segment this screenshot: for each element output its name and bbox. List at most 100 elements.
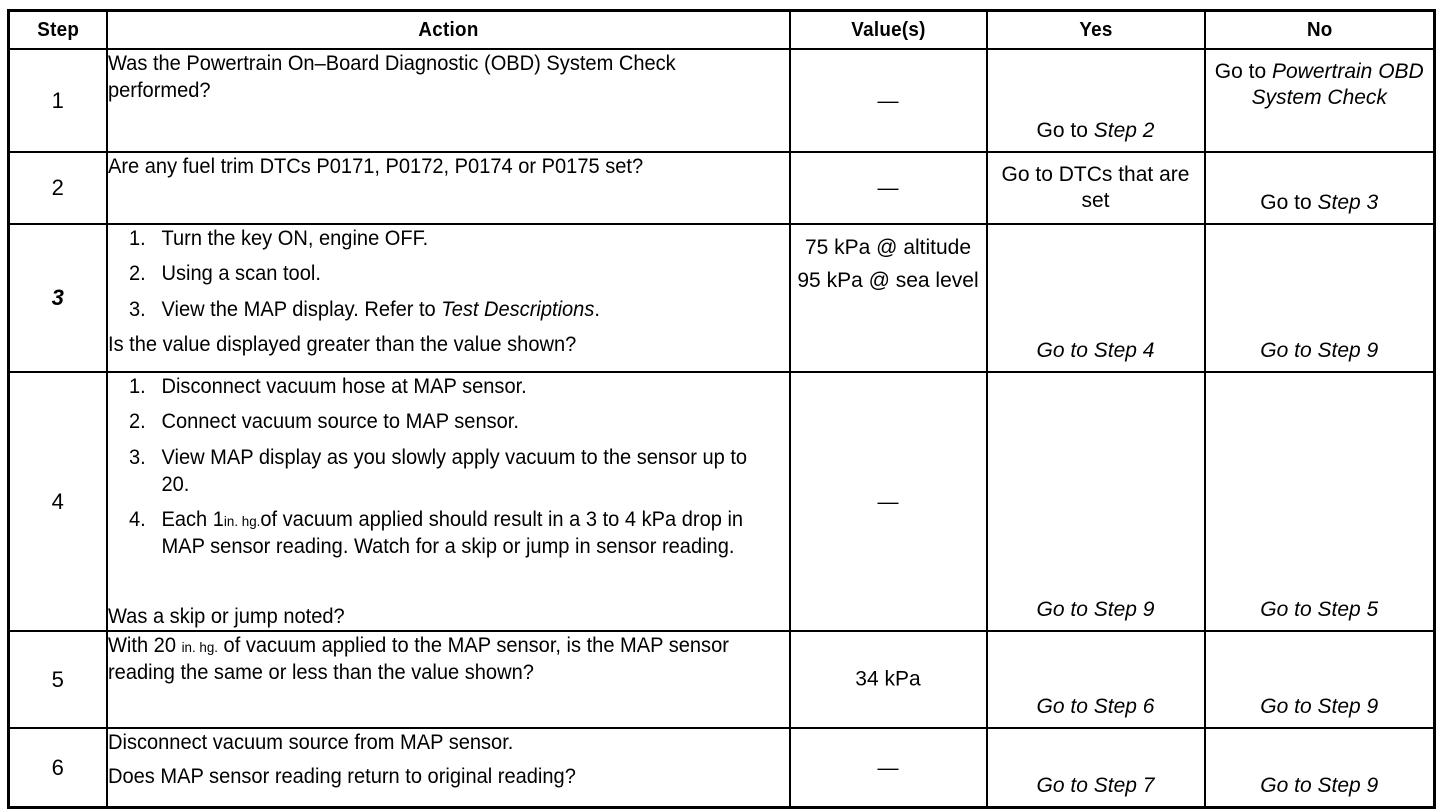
list-marker: 3. xyxy=(128,297,146,321)
column-header-values: Value(s) xyxy=(794,9,982,50)
table-row: 1 Was the Powertrain On–Board Diagnostic… xyxy=(7,48,1436,153)
unit-label: in. hg. xyxy=(223,513,260,530)
list-text-after: of vacuum applied should result in a 3 t… xyxy=(160,508,743,559)
list-text: View MAP display as you slowly apply vac… xyxy=(160,445,747,496)
action-question: Was the Powertrain On–Board Diagnostic (… xyxy=(107,52,676,103)
step-number: 5 xyxy=(51,666,64,692)
list-item: 1. Turn the key ON, engine OFF. xyxy=(108,225,758,252)
unit-label: in. hg. xyxy=(181,639,218,656)
action-cell: Disconnect vacuum source from MAP sensor… xyxy=(105,727,791,809)
no-cell: Go to Step 5 xyxy=(1203,370,1436,633)
step-number-cell: 1 xyxy=(7,48,108,153)
column-header-no: No xyxy=(1210,9,1429,50)
yes-answer: Go to Step 4 xyxy=(1036,338,1155,362)
list-item: 4.Each 1in. hg.of vacuum applied should … xyxy=(108,506,758,561)
no-cell: Go to Step 9 xyxy=(1203,727,1436,809)
list-text: Each 1 xyxy=(160,508,224,532)
value-cell: — xyxy=(788,727,988,809)
table-row: 6 Disconnect vacuum source from MAP sens… xyxy=(7,727,1436,809)
step-number-cell: 6 xyxy=(7,727,108,809)
list-item: 2. Using a scan tool. xyxy=(108,260,758,287)
yes-reference: DTCs that are set xyxy=(1058,163,1190,213)
action-cell: 1.Disconnect vacuum hose at MAP sensor. … xyxy=(105,370,791,633)
yes-reference: Step 2 xyxy=(1093,118,1155,142)
step-number-cell: 4 xyxy=(7,370,108,633)
action-text-b: of vacuum applied to the MAP sensor, is … xyxy=(107,634,729,685)
action-question: Are any fuel trim DTCs P0171, P0172, P01… xyxy=(107,155,643,178)
value-text: — xyxy=(877,176,899,200)
value-text: 34 kPa xyxy=(855,667,921,691)
value-cell: 75 kPa @ altitude 95 kPa @ sea level xyxy=(788,223,988,373)
value-text: — xyxy=(877,490,899,514)
diagnostic-steps-table: Step Action Value(s) Yes No 1 Was the Po… xyxy=(7,9,1436,810)
no-cell: Go to Step 9 xyxy=(1203,630,1436,730)
list-text: Using a scan tool. xyxy=(160,262,321,286)
list-marker: 3. xyxy=(128,445,146,469)
no-cell: Go to Step 3 xyxy=(1203,151,1436,225)
step-number-cell: 2 xyxy=(7,151,108,225)
list-text: Disconnect vacuum hose at MAP sensor. xyxy=(160,375,527,398)
action-text-a: With 20 xyxy=(107,634,182,658)
yes-cell: Go to Step 2 xyxy=(985,48,1206,153)
column-header-step: Step xyxy=(10,9,105,50)
action-substep-list: 1.Disconnect vacuum hose at MAP sensor. … xyxy=(108,373,789,561)
table-row: 3 1. Turn the key ON, engine OFF. 2. Using… xyxy=(7,223,1436,373)
step-number-cell: 5 xyxy=(7,630,108,730)
action-instruction: Disconnect vacuum source from MAP sensor… xyxy=(107,731,513,755)
step-number: 3 xyxy=(51,285,64,310)
italic-reference: Test Descriptions xyxy=(440,297,594,321)
no-answer: Go to Step 9 xyxy=(1260,773,1379,797)
value-cell: — xyxy=(788,370,988,633)
list-marker: 2. xyxy=(128,262,146,286)
yes-cell: Go to Step 9 xyxy=(985,370,1206,633)
action-question: Was a skip or jump noted? xyxy=(107,604,345,628)
list-text-after: . xyxy=(593,297,600,321)
step-number: 4 xyxy=(51,488,64,514)
no-cell: Go to Step 9 xyxy=(1203,223,1436,373)
table-row: 5 With 20 in. hg. of vacuum applied to t… xyxy=(7,630,1436,730)
no-reference: Powertrain OBD System Check xyxy=(1251,60,1424,110)
list-text: Turn the key ON, engine OFF. xyxy=(160,227,428,250)
value-line-1: 75 kPa @ altitude xyxy=(804,236,972,259)
yes-prefix: Go to xyxy=(1001,163,1059,186)
list-item: 3.View the MAP display. Refer to Test De… xyxy=(108,296,758,323)
yes-answer: Go to Step 7 xyxy=(1036,773,1155,797)
list-item: 1. Disconnect vacuum hose at MAP sensor. xyxy=(108,373,758,400)
table-row: 4 1. Disconnect vacuum hose at MAP sensor… xyxy=(7,370,1436,633)
yes-answer: Go to Step 2 xyxy=(988,118,1204,144)
value-text: — xyxy=(877,756,899,780)
table-row: 2 Are any fuel trim DTCs P0171, P0172, P… xyxy=(7,151,1436,225)
column-header-action: Action xyxy=(126,9,770,50)
action-cell: Are any fuel trim DTCs P0171, P0172, P01… xyxy=(105,151,791,225)
yes-cell: Go to Step 7 xyxy=(985,727,1206,809)
value-text: — xyxy=(877,89,899,112)
no-answer: Go to Step 9 xyxy=(1260,694,1379,718)
action-question: With 20 in. hg. of vacuum applied to the… xyxy=(108,632,758,687)
value-cell: — xyxy=(788,151,988,225)
yes-answer: Go to Step 6 xyxy=(1036,694,1155,718)
yes-answer: Go to Step 9 xyxy=(1036,597,1155,621)
list-marker: 2. xyxy=(128,410,146,434)
action-substep-list: 1. Turn the key ON, engine OFF. 2. Using a… xyxy=(108,225,789,323)
no-prefix: Go to xyxy=(1214,60,1272,83)
step-number-cell: 3 xyxy=(7,223,108,373)
action-question: Is the value displayed greater than the … xyxy=(107,332,576,356)
yes-prefix: Go to xyxy=(1036,118,1094,142)
list-item: 3. View MAP display as you slowly apply v… xyxy=(108,444,758,499)
list-marker: 1. xyxy=(128,375,146,398)
no-answer: Go to Powertrain OBD System Check xyxy=(1206,50,1434,112)
no-answer: Go to Step 3 xyxy=(1206,190,1434,216)
step-number: 2 xyxy=(51,175,64,200)
step-number: 6 xyxy=(51,754,64,780)
no-reference: Step 3 xyxy=(1317,190,1379,214)
value-cell: — xyxy=(788,48,988,153)
action-cell: 1. Turn the key ON, engine OFF. 2. Using a… xyxy=(105,223,791,373)
no-cell: Go to Powertrain OBD System Check xyxy=(1203,48,1436,153)
yes-cell: Go to Step 6 xyxy=(985,630,1206,730)
list-text: Connect vacuum source to MAP sensor. xyxy=(160,410,519,434)
value-cell: 34 kPa xyxy=(788,630,988,730)
list-marker: 1. xyxy=(128,227,146,250)
no-answer: Go to Step 5 xyxy=(1260,597,1379,621)
no-answer: Go to Step 9 xyxy=(1260,338,1379,362)
